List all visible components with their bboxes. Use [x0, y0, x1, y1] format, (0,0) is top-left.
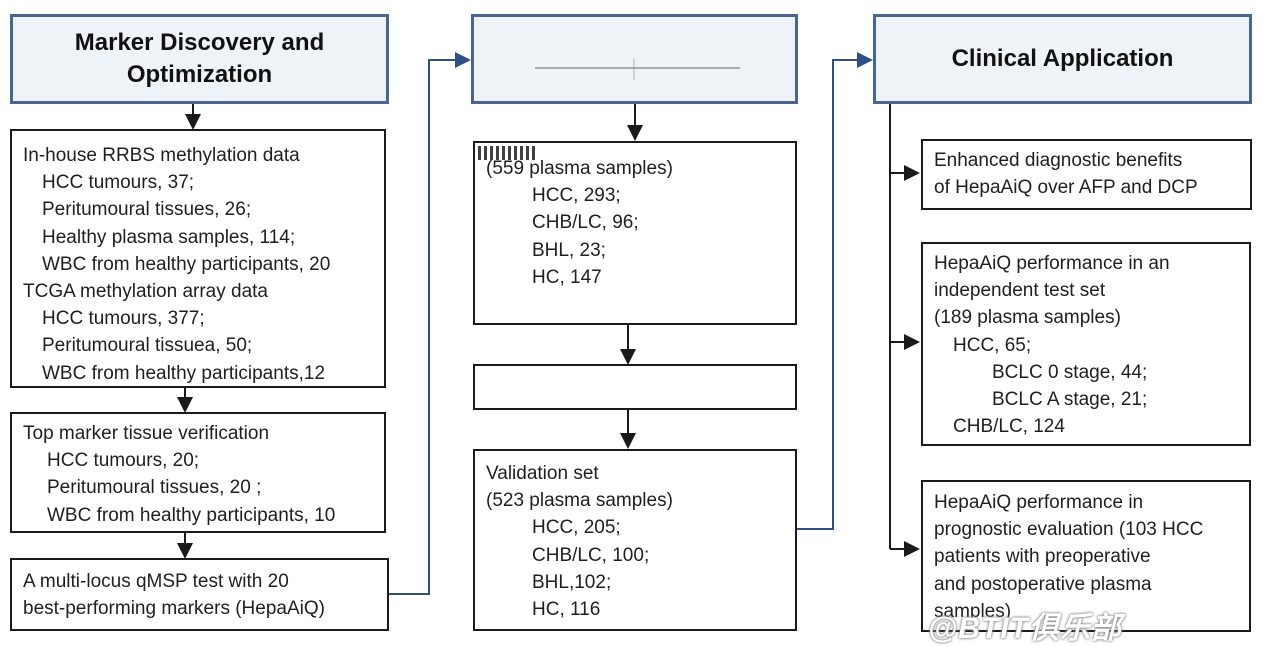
- test-set-hcc: HCC, 65;: [953, 334, 1032, 356]
- training-set-title-smudge: [478, 146, 538, 160]
- text-qmsp-test: A multi-locus qMSP test with 20 best-per…: [23, 568, 325, 622]
- prognostic-line: patients with preoperative: [934, 546, 1151, 568]
- diagnostic-benefits-line: Enhanced diagnostic benefits: [934, 150, 1183, 171]
- watermark: @BTIT俱乐部: [928, 612, 1122, 645]
- text-training-set: (559 plasma samples) HCC, 293; CHB/LC, 9…: [486, 155, 673, 291]
- tcga-title: TCGA methylation array data: [23, 281, 268, 303]
- validation-set-item: CHB/LC, 100;: [532, 544, 650, 566]
- qmsp-line: A multi-locus qMSP test with 20: [23, 571, 289, 592]
- test-set-line: independent test set: [934, 280, 1106, 302]
- box-independent-test-set: [921, 242, 1251, 446]
- validation-set-title: Validation set: [486, 463, 599, 484]
- box-validation-set: [473, 449, 797, 631]
- text-independent-test-set: HepaAiQ performance in an independent te…: [934, 250, 1170, 440]
- qmsp-line: best-performing markers (HepaAiQ): [23, 598, 325, 620]
- box-prognostic-evaluation: [921, 480, 1251, 632]
- text-tissue-verification: Top marker tissue verification HCC tumou…: [23, 420, 335, 529]
- test-set-line: (189 plasma samples): [934, 307, 1121, 329]
- test-set-chb: CHB/LC, 124: [953, 416, 1065, 438]
- text-validation-set: Validation set (523 plasma samples) HCC,…: [486, 460, 673, 623]
- box-methylation-data: [10, 129, 386, 388]
- tcga-item: Peritumoural tissuea, 50;: [42, 335, 253, 357]
- rrbs-title: In-house RRBS methylation data: [23, 145, 300, 166]
- tissue-item: WBC from healthy participants, 10: [47, 504, 336, 526]
- rrbs-item: Peritumoural tissues, 26;: [42, 199, 252, 221]
- training-set-item: HC, 147: [532, 266, 602, 288]
- training-set-item: CHB/LC, 96;: [532, 212, 639, 234]
- training-set-subtitle: (559 plasma samples): [486, 158, 673, 179]
- tissue-item: HCC tumours, 20;: [47, 450, 200, 472]
- box-qmsp-test: [10, 558, 389, 631]
- training-set-item: BHL, 23;: [532, 239, 606, 261]
- rrbs-item: HCC tumours, 37;: [42, 172, 195, 194]
- validation-set-item: HCC, 205;: [532, 517, 621, 539]
- prognostic-line: samples): [934, 600, 1012, 622]
- validation-set-item: BHL,102;: [532, 571, 612, 593]
- prognostic-line: and postoperative plasma: [934, 573, 1152, 595]
- header-marker-discovery-text: Marker Discovery and Optimization: [74, 29, 325, 88]
- diagnostic-benefits-line: of HepaAiQ over AFP and DCP: [934, 177, 1198, 199]
- header-clinical-application: Clinical Application: [873, 14, 1252, 104]
- training-set-item: HCC, 293;: [532, 185, 621, 207]
- test-set-stage: BCLC 0 stage, 44;: [992, 361, 1148, 383]
- box-training-set: [473, 141, 797, 325]
- connector-col1-col2: [389, 52, 471, 595]
- test-set-line: HepaAiQ performance in an: [934, 253, 1170, 274]
- box-column-2-middle: [473, 364, 797, 410]
- text-diagnostic-benefits: Enhanced diagnostic benefits of HepaAiQ …: [934, 147, 1198, 201]
- header-clinical-application-text: Clinical Application: [951, 45, 1174, 73]
- connector-col2-col3: [797, 52, 873, 530]
- tissue-item: Peritumoural tissues, 20 ;: [47, 477, 262, 499]
- text-methylation-data: In-house RRBS methylation data HCC tumou…: [23, 142, 330, 387]
- box-tissue-verification: [10, 412, 386, 533]
- text-prognostic-evaluation: HepaAiQ performance in prognostic evalua…: [934, 489, 1203, 625]
- rrbs-item: Healthy plasma samples, 114;: [42, 226, 296, 248]
- test-set-stage: BCLC A stage, 21;: [992, 389, 1148, 411]
- box-diagnostic-benefits: [921, 139, 1252, 210]
- header-marker-discovery: Marker Discovery and Optimization: [10, 14, 389, 104]
- rrbs-item: WBC from healthy participants, 20: [42, 253, 331, 275]
- tcga-item: HCC tumours, 377;: [42, 308, 205, 330]
- validation-set-subtitle: (523 plasma samples): [486, 490, 673, 512]
- validation-set-item: HC, 116: [532, 599, 601, 621]
- prognostic-line: HepaAiQ performance in: [934, 492, 1144, 513]
- tcga-item: WBC from healthy participants,12: [42, 362, 326, 384]
- header-column-2: [471, 14, 798, 104]
- tissue-title: Top marker tissue verification: [23, 423, 270, 444]
- prognostic-line: prognostic evaluation (103 HCC: [934, 519, 1204, 541]
